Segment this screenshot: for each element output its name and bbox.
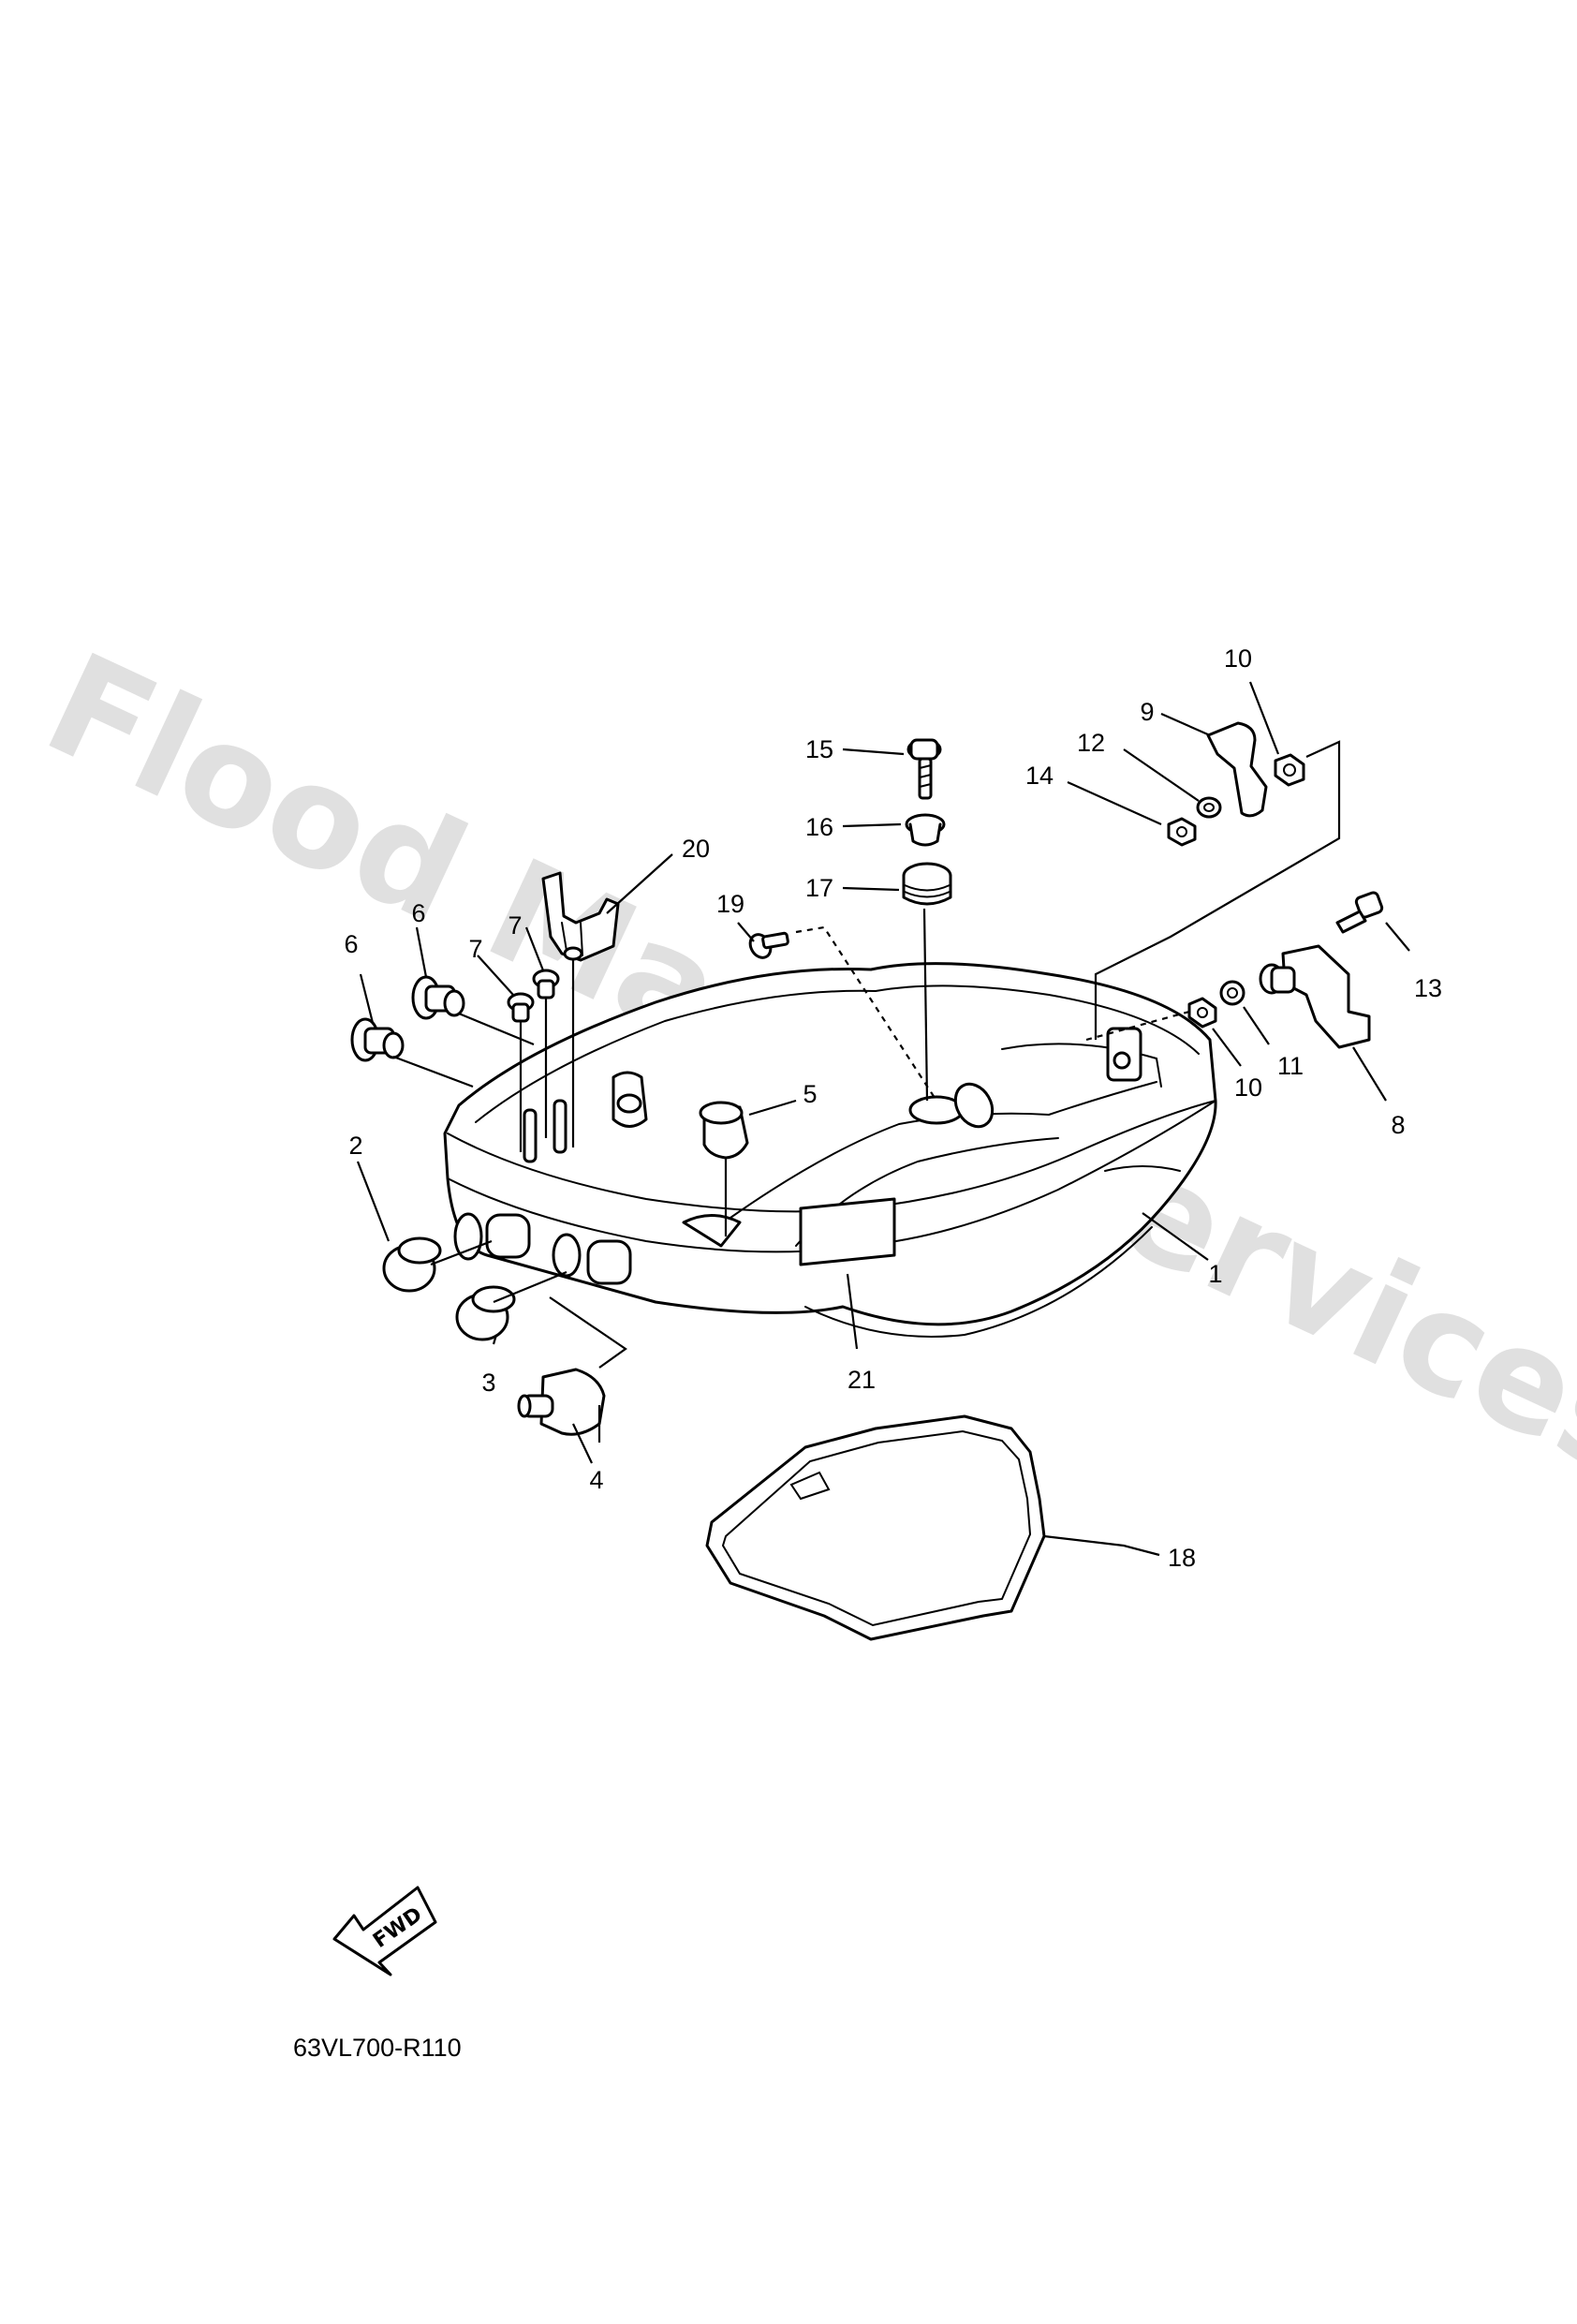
callout-8: 8 [1391,1111,1405,1139]
clamp-5 [699,1101,749,1160]
plug-6-right [411,975,465,1020]
callout-3: 3 [481,1369,495,1397]
washer-16 [905,813,946,847]
callout-5: 5 [803,1080,817,1108]
fwd-arrow-icon: FWD [332,1886,437,1976]
plate-9 [1206,721,1268,818]
callout-19: 19 [716,890,744,918]
grommet-3 [455,1285,516,1341]
callout-7-left: 7 [468,935,482,963]
callout-9: 9 [1140,698,1154,726]
washer-11 [1219,980,1245,1006]
callout-11: 11 [1277,1052,1304,1080]
callout-12: 12 [1077,729,1105,757]
bracket-20 [541,871,620,962]
callout-14: 14 [1025,762,1054,790]
callout-4: 4 [589,1466,603,1494]
grommet-2 [382,1236,442,1293]
bolt-13 [1335,891,1384,934]
bottom-cowling [443,962,1217,1338]
grommet-17 [902,862,952,906]
nut-10-bottom [1187,997,1217,1029]
gasket-18 [705,1414,1046,1641]
drawing-code: 63VL700-R110 [293,2034,462,2062]
nut-10-top [1274,753,1305,787]
bracket-8 [1259,944,1371,1049]
callout-18: 18 [1168,1544,1196,1572]
plug-6-left [350,1017,405,1062]
callout-6-right: 6 [411,899,425,927]
nut-14 [1167,817,1197,847]
grommet-4 [517,1368,606,1436]
callout-17: 17 [805,874,833,902]
callout-labels: 1 2 3 4 5 6 6 7 7 8 9 10 10 11 12 13 14 … [344,644,1442,1572]
callout-20: 20 [682,835,710,863]
callout-7-right: 7 [508,911,522,940]
callout-15: 15 [805,735,833,763]
callout-1: 1 [1208,1260,1222,1288]
callout-10-bottom: 10 [1234,1073,1262,1102]
screw-19 [748,931,789,959]
washer-12 [1196,796,1222,819]
clip-7-right [532,969,560,999]
callout-13: 13 [1414,974,1442,1002]
clip-7-left [507,992,535,1023]
leader-lines [356,681,1410,1557]
callout-2: 2 [348,1132,362,1160]
bolt-15 [906,738,942,800]
callout-6-left: 6 [344,930,358,958]
callout-10-top: 10 [1224,644,1252,673]
callout-16: 16 [805,813,833,841]
callout-21: 21 [847,1366,876,1394]
